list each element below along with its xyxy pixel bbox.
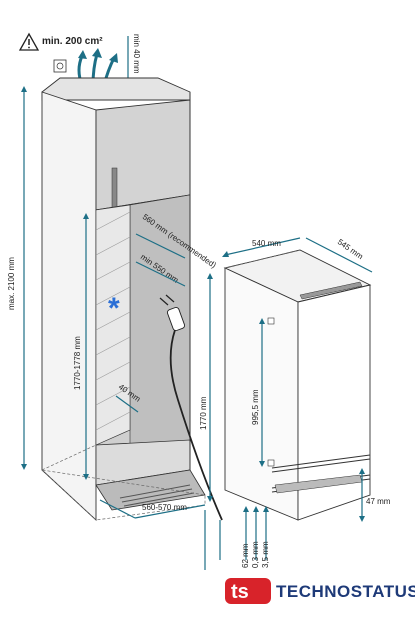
niche-height-label: 1770-1778 mm bbox=[73, 336, 82, 390]
logo-mark: ts bbox=[231, 581, 249, 603]
door-height-label: 995,5 mm bbox=[251, 389, 260, 425]
door-handle-icon bbox=[111, 167, 118, 209]
star-marker-icon: * bbox=[108, 292, 120, 325]
cabinet bbox=[40, 77, 206, 522]
max-height-label: max. 2100 mm bbox=[7, 257, 16, 310]
socket-icon bbox=[53, 59, 67, 73]
technostatus-logo: ts TECHNOSTATUS bbox=[225, 578, 415, 604]
logo-text: TECHNOSTATUS bbox=[276, 582, 415, 601]
niche-width-label: 560-570 mm bbox=[142, 503, 187, 512]
vertical-dim-03-label: 0,3 mm bbox=[251, 541, 260, 568]
bottom-offset-label: 47 mm bbox=[366, 497, 391, 506]
plug-icon bbox=[159, 294, 175, 306]
vertical-dim-62-label: 62 mm bbox=[241, 543, 250, 568]
appliance bbox=[223, 249, 372, 521]
appliance-height-label: 1770 mm bbox=[199, 396, 208, 430]
appliance-width-label: 540 mm bbox=[252, 239, 281, 248]
top-gap-label: min 40 mm bbox=[132, 34, 141, 74]
vertical-dim-35-label: 3,5 mm bbox=[261, 541, 270, 568]
vent-area-label: min. 200 cm² bbox=[42, 36, 103, 47]
warning-icon bbox=[18, 32, 40, 51]
appliance-depth-label: 545 mm bbox=[336, 237, 365, 261]
bottom-vertical-dims bbox=[243, 506, 269, 560]
